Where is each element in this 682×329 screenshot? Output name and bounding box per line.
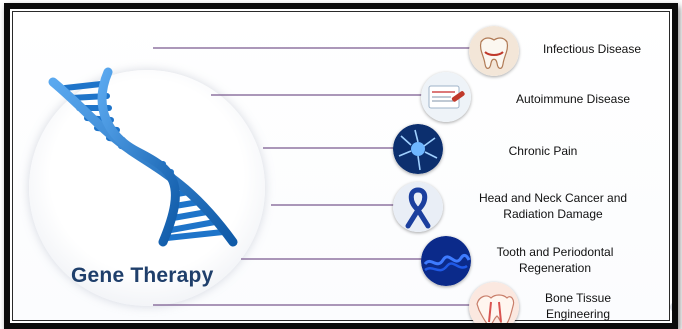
cancer-ribbon-icon [393, 182, 443, 232]
tooth-cross-section-icon [469, 282, 519, 329]
pin-icon [669, 301, 678, 313]
item-label-chronic-pain: Chronic Pain [483, 143, 603, 159]
dna-rung [167, 232, 223, 238]
dna-rung [171, 222, 215, 230]
dna-rung [173, 212, 207, 218]
dna-rung [65, 84, 101, 88]
item-label-autoimmune-disease: Autoimmune Disease [493, 91, 653, 107]
diagram-title: Gene Therapy [71, 264, 213, 288]
dna-helix-icon [13, 12, 273, 272]
diagram-canvas: Gene Therapy Infectious Disease Autoimmu… [12, 11, 670, 321]
tooth-icon [469, 26, 519, 76]
blood-test-icon [421, 72, 471, 122]
nerve-cell-icon [393, 124, 443, 174]
diagram-frame: Gene Therapy Infectious Disease Autoimmu… [4, 3, 678, 329]
item-label-infectious-disease: Infectious Disease [527, 41, 657, 57]
tissue-regeneration-icon [421, 236, 471, 286]
